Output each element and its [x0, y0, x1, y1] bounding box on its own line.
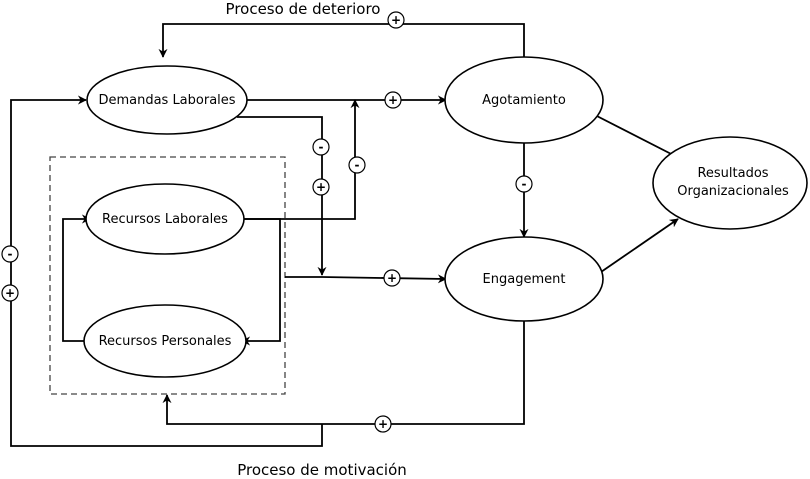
- motivation-loop-arrow: [162, 320, 525, 425]
- recursos-to-agotamiento-arrow: [244, 99, 360, 220]
- node-recursos-personales: Recursos Personales: [83, 304, 247, 378]
- sign-badge-recursos-to-engagement: +: [383, 269, 401, 287]
- caption-proceso-motivacion: Proceso de motivación: [237, 461, 407, 479]
- node-demandas-label: Demandas Laborales: [98, 93, 235, 108]
- sign-badge-agotamiento-to-engagement: -: [515, 175, 533, 193]
- sign-badge-demandas-branch-plus: +: [312, 178, 330, 196]
- svg-text:-: -: [319, 140, 324, 154]
- svg-text:-: -: [522, 177, 527, 191]
- svg-text:-: -: [8, 247, 13, 261]
- node-engagement: Engagement: [444, 236, 604, 322]
- svg-text:+: +: [387, 271, 397, 285]
- svg-text:+: +: [388, 93, 398, 107]
- left-feedback-arrow: [10, 95, 323, 447]
- connectors: [10, 23, 682, 447]
- node-recursos-laborales-label: Recursos Laborales: [102, 212, 228, 227]
- node-engagement-label: Engagement: [483, 272, 566, 287]
- svg-text:+: +: [391, 13, 401, 27]
- node-resultados-label-line2: Organizacionales: [677, 184, 789, 199]
- agotamiento-to-resultados-arrow: [590, 112, 682, 160]
- svg-text:+: +: [316, 180, 326, 194]
- sign-badge-left-loop-minus: -: [1, 245, 19, 263]
- svg-text:+: +: [5, 286, 15, 300]
- sign-badge-top-loop: +: [387, 11, 405, 29]
- svg-text:-: -: [355, 158, 360, 172]
- recursos-laborales-to-personales-arrow: [241, 218, 281, 346]
- sign-badge-demandas-branch-minus: -: [312, 138, 330, 156]
- deterioration-loop-arrow: [158, 23, 525, 58]
- node-recursos-personales-label: Recursos Personales: [99, 334, 232, 349]
- node-resultados-label-line1: Resultados: [697, 166, 768, 181]
- node-resultados-organizacionales: Resultados Organizacionales: [652, 136, 808, 230]
- recursos-to-engagement-arrow: [285, 274, 447, 284]
- svg-text:+: +: [378, 417, 388, 431]
- node-agotamiento: Agotamiento: [444, 56, 604, 144]
- recursos-personales-to-laborales-arrow: [62, 214, 92, 342]
- demandas-branch-arrow: [237, 116, 327, 276]
- node-recursos-laborales: Recursos Laborales: [85, 183, 245, 255]
- node-demandas-laborales: Demandas Laborales: [86, 65, 248, 135]
- sign-badge-recursos-to-agotamiento: -: [348, 156, 366, 174]
- sign-badge-demandas-to-agotamiento: +: [384, 91, 402, 109]
- node-agotamiento-label: Agotamiento: [482, 93, 566, 108]
- engagement-to-resultados-arrow: [600, 218, 679, 273]
- sign-badge-left-loop-plus: +: [1, 284, 19, 302]
- caption-proceso-deterioro: Proceso de deterioro: [226, 0, 381, 18]
- resources-group-box: [49, 156, 286, 395]
- sign-badge-bottom-loop: +: [374, 415, 392, 433]
